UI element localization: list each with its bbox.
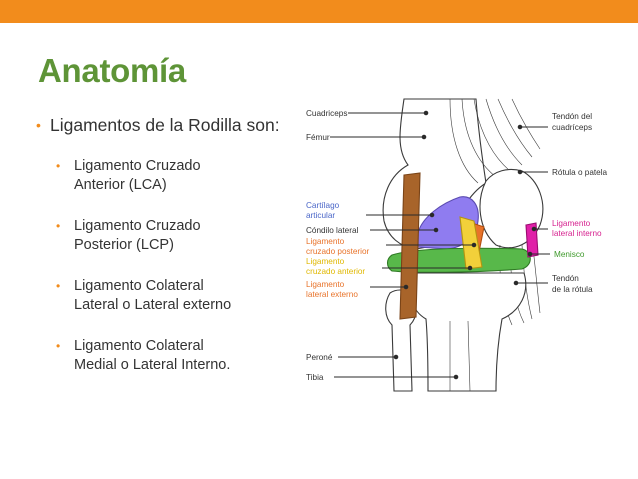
sub-bullet-line: Ligamento Colateral [74, 278, 204, 294]
bullet-list: • Ligamentos de la Rodilla son: • Ligame… [36, 114, 286, 397]
label-lig-cruzado-post-2: cruzado posterior [306, 247, 370, 256]
label-cartilago-1: Cartílago [306, 201, 340, 210]
sub-bullet: • Ligamento Colateral Medial o Lateral I… [56, 337, 286, 375]
sub-bullet-line: Posterior (LCP) [74, 237, 174, 253]
medial-collateral-ligament [525, 222, 539, 258]
label-tendon-rotula-1: Tendón [552, 274, 579, 283]
label-tendon-cuad-1: Tendón del [552, 112, 592, 121]
leader-lines [330, 110, 550, 380]
bullet-dot-icon: • [56, 279, 61, 293]
meniscus-shape [386, 247, 531, 273]
sub-bullet-list: • Ligamento Cruzado Anterior (LCA) • Lig… [36, 157, 286, 375]
top-accent-bar [0, 0, 638, 23]
knee-illustration [382, 98, 544, 392]
bullet-dot-icon: • [36, 117, 41, 133]
label-lig-lateral-ext-2: lateral externo [306, 290, 358, 299]
bullet-dot-icon: • [56, 219, 61, 233]
knee-diagram-svg: Cuadriceps Fémur Cartílago articular Cón… [306, 98, 608, 392]
label-tendon-rotula-2: de la rótula [552, 285, 593, 294]
sub-bullet-line: Ligamento Cruzado [74, 158, 201, 174]
anterior-cruciate-ligament [459, 216, 483, 270]
label-tibia: Tibia [306, 373, 324, 382]
label-lig-cruzado-post-1: Ligamento [306, 237, 345, 246]
main-bullet: • Ligamentos de la Rodilla son: [36, 114, 286, 137]
label-perone: Peroné [306, 353, 333, 362]
sub-bullet-line: Lateral o Lateral externo [74, 297, 232, 313]
slide-title: Anatomía [38, 52, 186, 89]
sub-bullet-line: Ligamento Colateral [74, 338, 204, 354]
label-lig-lateral-int-2: lateral interno [552, 229, 602, 238]
tibia-shape [408, 272, 527, 392]
label-femur: Fémur [306, 133, 330, 142]
main-bullet-text: Ligamentos de la Rodilla son: [50, 115, 280, 135]
label-cartilago-2: articular [306, 211, 335, 220]
sub-bullet: • Ligamento Cruzado Anterior (LCA) [56, 157, 286, 195]
label-condilo-lateral: Cóndilo lateral [306, 226, 359, 235]
bullet-dot-icon: • [56, 159, 61, 173]
label-tendon-cuad-2: cuadríceps [552, 123, 592, 132]
label-lig-lateral-ext-1: Ligamento [306, 280, 345, 289]
sub-bullet-line: Ligamento Cruzado [74, 218, 201, 234]
sub-bullet-line: Anterior (LCA) [74, 177, 167, 193]
knee-ligament-diagram: Cuadriceps Fémur Cartílago articular Cón… [300, 97, 638, 393]
label-lig-lateral-int-1: Ligamento [552, 219, 591, 228]
label-menisco: Menisco [554, 250, 585, 259]
label-lig-cruzado-ant-2: cruzado anterior [306, 267, 365, 276]
sub-bullet: • Ligamento Cruzado Posterior (LCP) [56, 217, 286, 255]
sub-bullet-line: Medial o Lateral Interno. [74, 357, 231, 373]
sub-bullet: • Ligamento Colateral Lateral o Lateral … [56, 277, 286, 315]
tibia-lines [449, 320, 471, 392]
lateral-collateral-ligament [399, 172, 421, 320]
label-cuadriceps: Cuadriceps [306, 109, 347, 118]
label-lig-cruzado-ant-1: Ligamento [306, 257, 345, 266]
quadriceps-lines [449, 98, 541, 184]
label-rotula: Rótula o patela [552, 168, 608, 177]
bullet-dot-icon: • [56, 339, 61, 353]
